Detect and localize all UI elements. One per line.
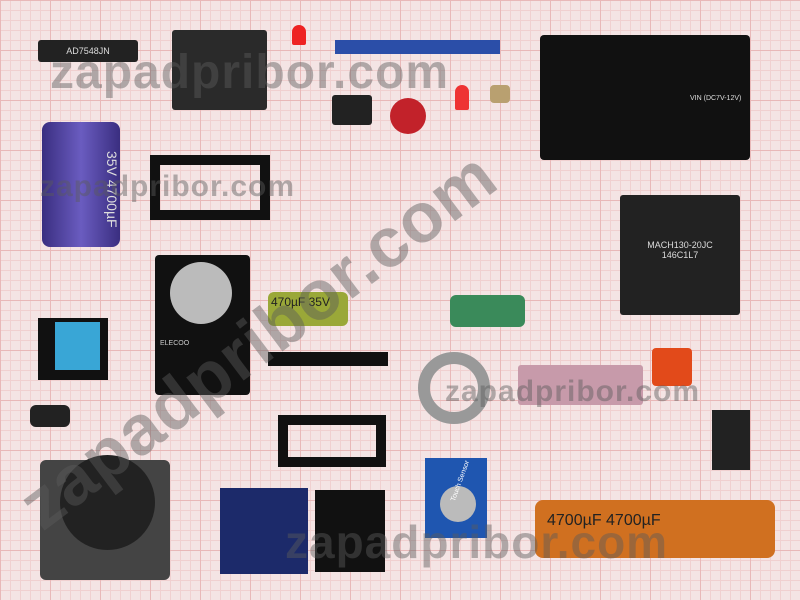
film-cap — [652, 348, 692, 386]
green-cap — [450, 295, 525, 327]
eprom-chip — [518, 365, 643, 405]
varistor — [390, 98, 426, 134]
red-led-2 — [455, 85, 469, 110]
joystick-knob — [60, 455, 155, 550]
transistor — [490, 85, 510, 103]
soic-chip — [332, 95, 372, 125]
psu-label: VIN (DC7V-12V) — [690, 95, 742, 102]
watermark-bottom: zapadpribor.com — [285, 516, 669, 568]
plcc-chip-small — [172, 30, 267, 110]
shift-module — [315, 490, 385, 572]
electrolytic-cap-large: 35V 4700µF — [42, 122, 120, 247]
watermark-left: zapadpribor.com — [40, 170, 296, 203]
blue-header — [335, 40, 500, 54]
plcc-line1: MACH130-20JC — [647, 240, 713, 250]
inductor — [30, 405, 70, 427]
ic-socket-2 — [278, 415, 386, 467]
electrolytic-cap-green: 470µF 35V — [268, 292, 348, 326]
rtc-brand: ELECOO — [160, 340, 190, 347]
pin-header — [268, 352, 388, 366]
watermark-top: zapadpribor.com — [50, 46, 450, 99]
touch-pad — [440, 486, 476, 522]
plcc-line2: 146C1L7 — [661, 250, 699, 260]
electrolytic-cap-orange: 4700µF 4700µF — [535, 500, 775, 558]
seven-seg-display — [712, 410, 750, 470]
breadboard-psu — [540, 35, 750, 160]
dip-chip: AD7548JN — [38, 40, 138, 62]
red-led — [292, 25, 306, 45]
ic-socket — [150, 155, 270, 220]
plcc-chip-large: MACH130-20JC 146C1L7 — [620, 195, 740, 315]
dht-blue — [55, 322, 100, 370]
imu-module — [220, 488, 308, 574]
watermark-mid: zapadpribor.com — [445, 375, 701, 408]
coin-cell — [170, 262, 232, 324]
